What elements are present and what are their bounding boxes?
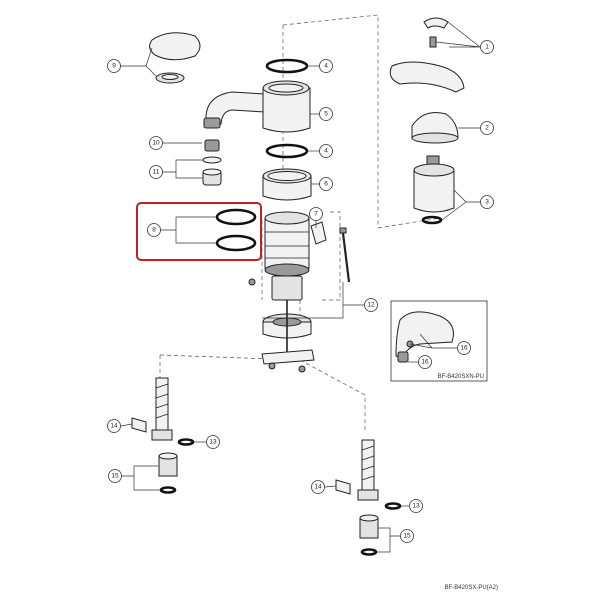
- part-aerator: [202, 139, 222, 186]
- part-base-plate: [261, 300, 315, 373]
- callout-7: 7: [309, 207, 323, 221]
- svg-text:4: 4: [324, 148, 328, 155]
- part-long-bolt: [339, 227, 351, 283]
- callout-11: 11: [149, 165, 163, 179]
- callout-15-left: 15: [108, 469, 122, 483]
- callout-6: 6: [319, 177, 333, 191]
- callout-4-lower: 4: [319, 144, 333, 158]
- svg-text:3: 3: [485, 199, 489, 206]
- svg-text:16: 16: [460, 345, 468, 352]
- callout-10: 10: [149, 136, 163, 150]
- drawing-code-label: BF-B420SX-PU(A2): [445, 585, 498, 591]
- part-cartridge: [413, 155, 455, 225]
- svg-text:11: 11: [153, 169, 160, 176]
- svg-text:13: 13: [412, 503, 420, 510]
- svg-text:5: 5: [324, 111, 328, 118]
- svg-text:7: 7: [314, 211, 318, 218]
- inset-model-label: BF-B420SXN-PU: [438, 374, 484, 380]
- svg-text:14: 14: [314, 484, 322, 491]
- svg-text:15: 15: [403, 533, 411, 540]
- part-oring-lower: [265, 143, 309, 159]
- leader-lines: [120, 21, 482, 553]
- part-hose-left: [131, 377, 195, 494]
- part-clip: [310, 221, 327, 245]
- callout-2: 2: [480, 121, 494, 135]
- callout-16-inset: 16: [457, 341, 471, 355]
- callout-13-left: 13: [206, 435, 220, 449]
- part-body: [264, 211, 310, 301]
- callout-5: 5: [319, 107, 333, 121]
- svg-text:2: 2: [485, 125, 489, 132]
- part-spout: [203, 80, 311, 133]
- callout-14-left: 14: [107, 419, 121, 433]
- svg-text:16: 16: [421, 359, 429, 366]
- svg-text:9: 9: [112, 63, 116, 70]
- svg-text:14: 14: [110, 423, 118, 430]
- part-hose-right: [335, 439, 402, 556]
- part-handle-cover: [411, 112, 459, 144]
- callout-14-right: 14: [311, 480, 325, 494]
- part-lever-handle: [389, 17, 465, 93]
- part-small-screw: [248, 278, 256, 286]
- svg-text:6: 6: [324, 181, 328, 188]
- svg-text:15: 15: [111, 473, 119, 480]
- callout-8: 8: [147, 223, 161, 237]
- svg-text:1: 1: [485, 44, 489, 51]
- part-oring-pair: [215, 208, 257, 252]
- callout-9: 9: [107, 59, 121, 73]
- callout-12: 12: [364, 298, 378, 312]
- part-inset-spout: [395, 311, 454, 363]
- callout-16-inset-small: 16: [418, 355, 432, 369]
- svg-text:4: 4: [324, 63, 328, 70]
- highlight-box: [136, 202, 262, 261]
- part-oring-upper: [265, 58, 309, 74]
- part-cap: [149, 32, 201, 84]
- callout-13-right: 13: [409, 499, 423, 513]
- assembly-guide-lines: [159, 14, 441, 432]
- svg-text:10: 10: [152, 140, 160, 147]
- svg-text:12: 12: [367, 302, 375, 309]
- svg-text:13: 13: [209, 439, 217, 446]
- part-sleeve: [262, 168, 312, 201]
- callout-1: 1: [480, 40, 494, 54]
- svg-text:8: 8: [152, 227, 156, 234]
- callout-3: 3: [480, 195, 494, 209]
- callout-4-upper: 4: [319, 59, 333, 73]
- callout-15-right: 15: [400, 529, 414, 543]
